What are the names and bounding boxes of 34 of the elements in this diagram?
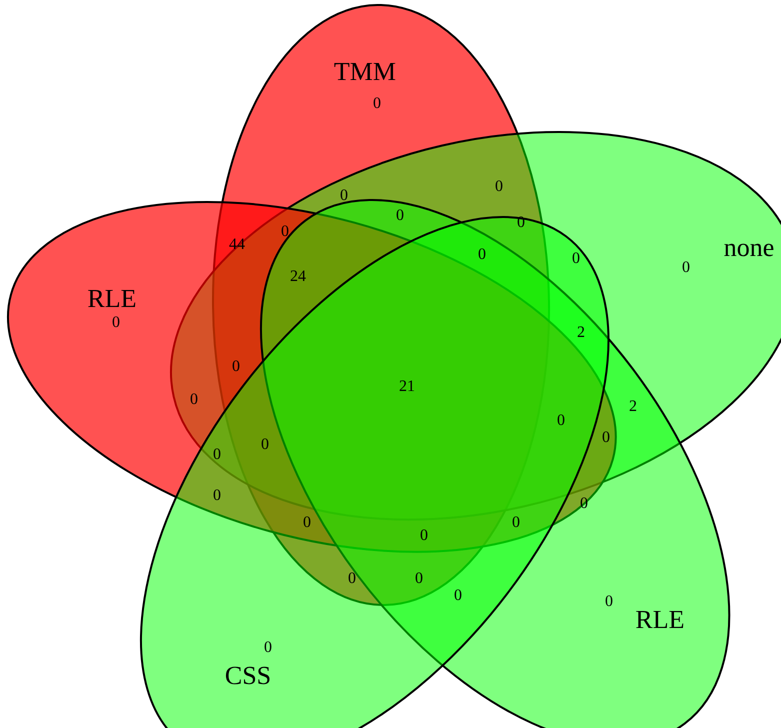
region-count: 0 <box>512 515 520 531</box>
region-count: 0 <box>495 179 503 195</box>
region-count: 0 <box>420 528 428 544</box>
region-count: 0 <box>682 260 690 276</box>
region-count: 2 <box>629 399 637 415</box>
set-label: CSS <box>224 662 272 689</box>
region-count: 0 <box>478 247 486 263</box>
set-label: none <box>724 234 774 261</box>
region-count: 0 <box>557 413 565 429</box>
region-count: 0 <box>281 224 289 240</box>
region-count: 0 <box>572 251 580 267</box>
region-count: 0 <box>232 359 240 375</box>
region-count: 0 <box>373 96 381 112</box>
region-count: 0 <box>213 447 221 463</box>
region-count: 0 <box>415 571 423 587</box>
set-label: RLE <box>635 606 685 633</box>
region-count: 0 <box>213 488 221 504</box>
region-count: 2 <box>577 325 585 341</box>
region-count: 0 <box>303 515 311 531</box>
region-count: 0 <box>340 188 348 204</box>
region-count: 0 <box>190 392 198 408</box>
region-count: 0 <box>264 640 272 656</box>
region-count: 0 <box>396 208 404 224</box>
region-count: 0 <box>602 430 610 446</box>
region-count: 0 <box>112 315 120 331</box>
region-count: 0 <box>454 588 462 604</box>
set-label: RLE <box>87 286 137 312</box>
region-count: 0 <box>261 437 269 453</box>
region-count: 24 <box>290 269 306 285</box>
region-count: 44 <box>229 237 245 253</box>
region-count: 0 <box>605 594 613 610</box>
set-label: TMM <box>334 58 396 85</box>
region-count: 0 <box>348 571 356 587</box>
region-count: 21 <box>399 379 415 395</box>
